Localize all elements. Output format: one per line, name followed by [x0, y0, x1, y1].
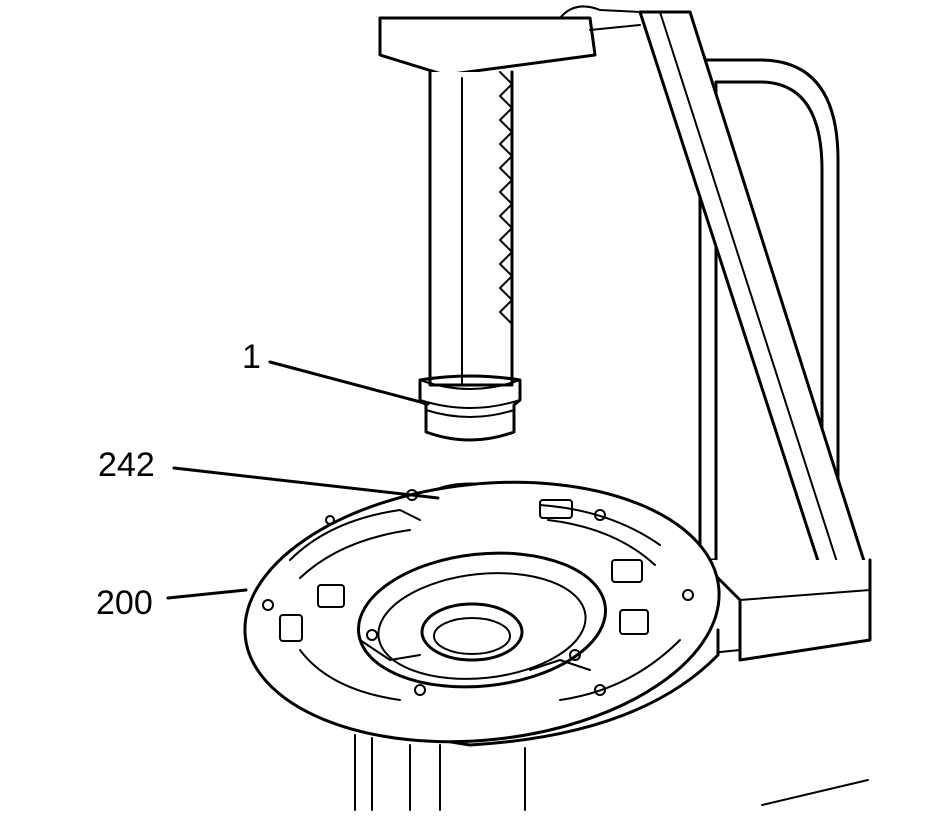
installer-tool [418, 374, 522, 442]
leader-200 [166, 588, 248, 600]
callout-label-1: 1 [242, 338, 261, 376]
leader-1 [268, 360, 430, 406]
pump-body [243, 480, 721, 747]
callout-label-200: 200 [96, 584, 153, 622]
callout-leaders [166, 360, 440, 600]
press-ram [428, 70, 514, 387]
support-posts [354, 734, 526, 811]
press-head [378, 5, 641, 77]
leader-242 [172, 466, 440, 500]
callout-label-242: 242 [98, 446, 155, 484]
